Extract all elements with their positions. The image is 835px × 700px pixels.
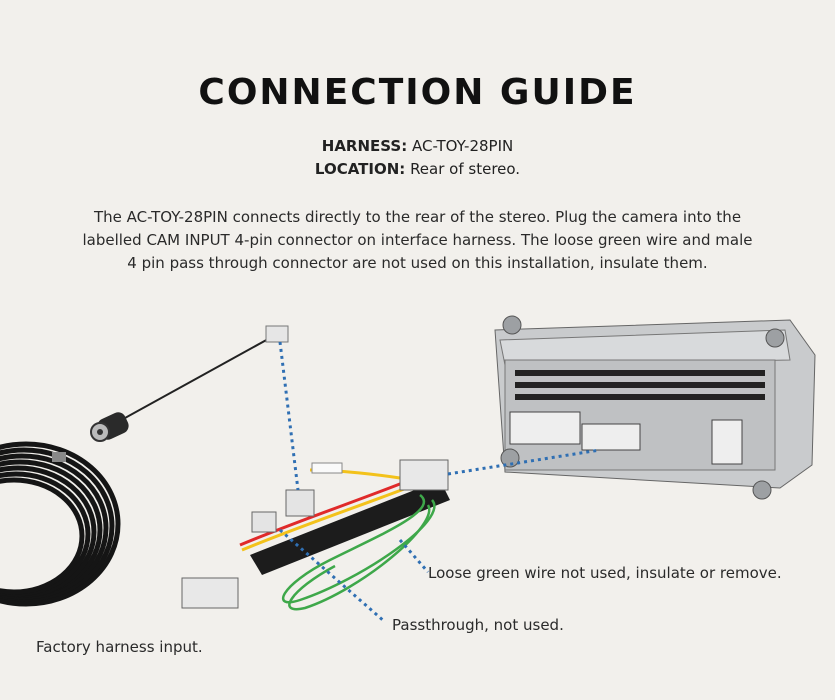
callout-lines bbox=[278, 341, 601, 624]
green-wire-callout-line bbox=[398, 539, 430, 573]
interface-harness bbox=[181, 459, 450, 609]
description-text: The AC-TOY-28PIN connects directly to th… bbox=[82, 208, 753, 272]
harness-to-stereo-line bbox=[447, 448, 601, 476]
coiled-cable bbox=[0, 441, 121, 607]
factory-input-connector bbox=[181, 577, 239, 609]
page-title: CONNECTION GUIDE bbox=[198, 72, 637, 113]
camera-plug bbox=[265, 325, 289, 343]
loose-green-wire bbox=[281, 494, 436, 611]
stereo-port-b bbox=[581, 423, 641, 451]
passthrough-callout-line bbox=[279, 528, 386, 624]
location-line: LOCATION: Rear of stereo. bbox=[0, 160, 835, 178]
location-label: LOCATION: bbox=[314, 160, 406, 178]
stereo-unit bbox=[494, 315, 816, 500]
camera-icon bbox=[90, 412, 129, 442]
green-wire-callout: Loose green wire not used, insulate or r… bbox=[428, 564, 782, 582]
cable-end-connector bbox=[52, 452, 66, 462]
stereo-port-c bbox=[711, 419, 743, 465]
passthrough-callout: Passthrough, not used. bbox=[392, 616, 564, 634]
camera-to-cam-input-line bbox=[278, 341, 300, 491]
harness-line: HARNESS: AC-TOY-28PIN bbox=[0, 137, 835, 155]
cam-input-connector bbox=[251, 511, 277, 533]
stereo-side-connector bbox=[399, 459, 449, 491]
harness-value: AC-TOY-28PIN bbox=[412, 137, 514, 155]
location-value: Rear of stereo. bbox=[410, 160, 521, 178]
passthrough-connector bbox=[285, 489, 315, 517]
harness-label: HARNESS: bbox=[321, 137, 408, 155]
stereo-port-a bbox=[509, 411, 581, 445]
camera-wire bbox=[124, 337, 271, 419]
factory-input-callout: Factory harness input. bbox=[36, 638, 203, 656]
harness-label-tag bbox=[311, 462, 343, 474]
